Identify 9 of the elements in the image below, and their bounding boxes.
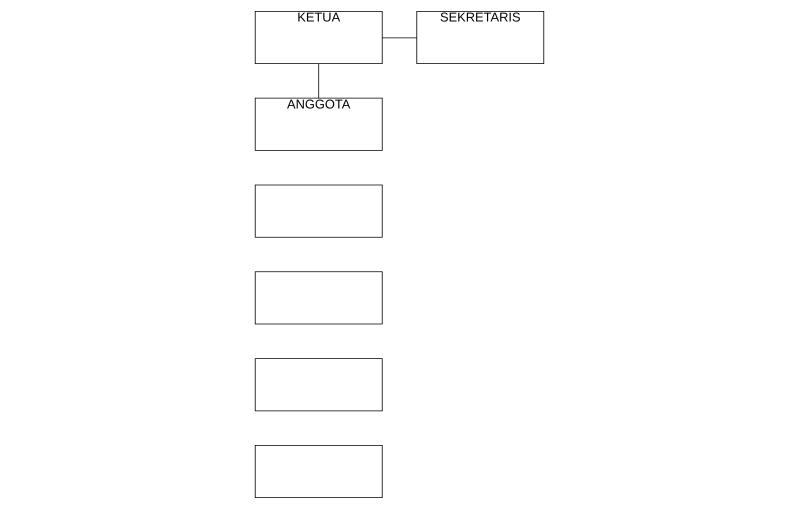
node-box [254,271,383,324]
node-box [254,445,383,498]
node-box: ANGGOTA [254,98,383,151]
node-box: SEKRETARIS [416,10,544,64]
node-box: KETUA [254,10,383,64]
node-box [254,184,383,238]
node-box [254,358,383,412]
connector [382,37,418,38]
connector [318,63,320,98]
